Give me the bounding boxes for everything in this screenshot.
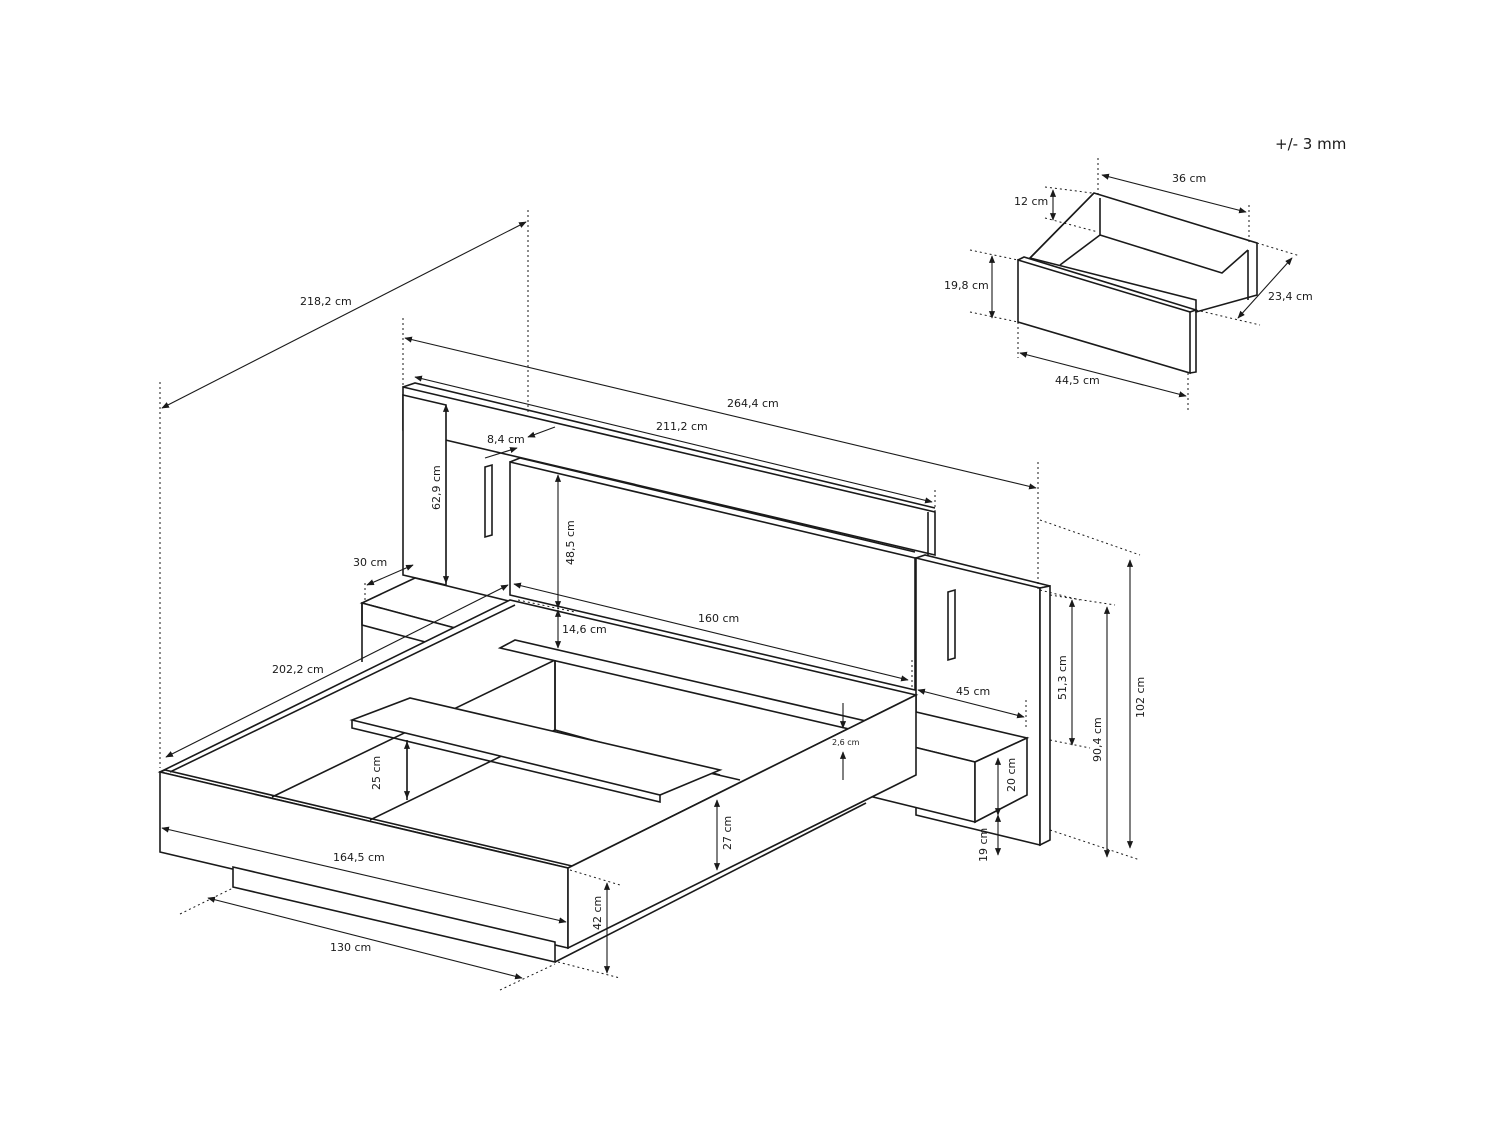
- drawer-front-height-label: 19,8 cm: [944, 279, 989, 292]
- total-height-label: 102 cm: [1134, 677, 1147, 718]
- nightstand-clearance-label: 19 cm: [977, 828, 990, 862]
- nightstand-height-label: 20 cm: [1005, 758, 1018, 792]
- side-panel-height-label: 62,9 cm: [430, 465, 443, 510]
- mattress-width-label: 160 cm: [698, 612, 739, 625]
- base-width-label: 130 cm: [330, 941, 371, 954]
- frame-length-label: 202,2 cm: [272, 663, 324, 676]
- bed-dimension-lines: [159, 210, 1141, 991]
- drawer-side-length-label: 23,4 cm: [1268, 290, 1313, 303]
- drawer-inner-height-label: 12 cm: [1014, 195, 1048, 208]
- tolerance-note: +/- 3 mm: [1275, 135, 1347, 153]
- side-panel-right-height-label: 51,3 cm: [1056, 655, 1069, 700]
- drawer-drawing: [969, 158, 1301, 410]
- inner-depth-label: 25 cm: [370, 756, 383, 790]
- panel-offset-label: 8,4 cm: [487, 433, 525, 446]
- nightstand-width-label: 45 cm: [956, 685, 990, 698]
- nightstand-depth-left-label: 30 cm: [353, 556, 387, 569]
- drawer-depth-label: 36 cm: [1172, 172, 1206, 185]
- overall-length-label: 218,2 cm: [300, 295, 352, 308]
- shelf-gap-label: 14,6 cm: [562, 623, 607, 636]
- frame-height-label: 42 cm: [591, 896, 604, 930]
- headboard-top-width-label: 211,2 cm: [656, 420, 708, 433]
- drawer-front-width-label: 44,5 cm: [1055, 374, 1100, 387]
- center-panel-height-label: 48,5 cm: [564, 520, 577, 565]
- lip-height-label: 2,6 cm: [832, 738, 860, 747]
- headboard-total-width-label: 264,4 cm: [727, 397, 779, 410]
- frame-side-height-label: 27 cm: [721, 816, 734, 850]
- frame-width-label: 164,5 cm: [333, 851, 385, 864]
- height-to-panel-top-label: 90,4 cm: [1091, 717, 1104, 762]
